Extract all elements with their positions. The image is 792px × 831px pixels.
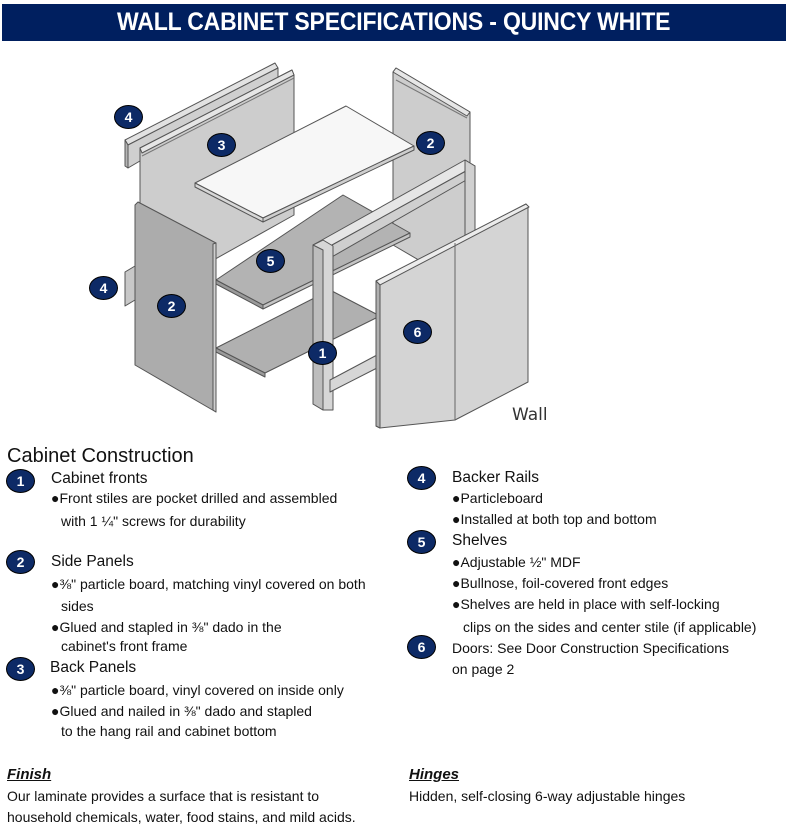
bullet-continuation: with 1 ¼" screws for durability [61, 513, 246, 529]
bullet-item: ●Shelves are held in place with self-loc… [452, 596, 720, 612]
callout-badge-back-panel: 3 [207, 133, 236, 157]
badge-number: 5 [417, 534, 426, 550]
door-spec-page-ref: on page 2 [452, 661, 515, 677]
badge-number: 2 [16, 554, 25, 570]
item-title-side-panels: Side Panels [51, 553, 134, 570]
bullet-item: ●Adjustable ½" MDF [452, 554, 581, 570]
item-title-back-panels: Back Panels [50, 659, 137, 676]
callout-badge-backer-rail-bottom: 4 [89, 276, 118, 300]
item-title-doors: Doors: See Door Construction Specificati… [452, 640, 730, 656]
finish-text: Our laminate provides a surface that is … [7, 786, 356, 828]
callout-number: 2 [167, 298, 176, 314]
badge-number: 4 [417, 470, 426, 486]
face-frame-bottom-rail [329, 354, 378, 393]
item-title-cabinet-fronts: Cabinet fronts [51, 470, 148, 487]
item-title-backer-rails: Backer Rails [452, 469, 539, 486]
bullet-continuation: cabinet's front frame [61, 638, 188, 654]
hinges-text: Hidden, self-closing 6-way adjustable hi… [409, 788, 686, 804]
finish-text-line: household chemicals, water, food stains,… [7, 809, 356, 825]
bullet-text: ⅜" particle board, vinyl covered on insi… [59, 682, 344, 698]
bullet-item: ●Particleboard [452, 490, 543, 506]
callout-number: 5 [266, 253, 275, 269]
bullet-text: Installed at both top and bottom [460, 511, 657, 527]
cabinet-illustration [124, 62, 530, 429]
callout-number: 1 [318, 345, 327, 361]
finish-heading: Finish [7, 766, 52, 783]
page-title: WALL CABINET SPECIFICATIONS - QUINCY WHI… [117, 8, 671, 36]
bullet-text: Bullnose, foil-covered front edges [460, 575, 669, 591]
bullet-item: ●⅜" particle board, vinyl covered on ins… [51, 682, 344, 698]
bullet-text: Adjustable ½" MDF [460, 554, 581, 570]
item-badge-5: 5 [407, 530, 436, 554]
bullet-continuation: sides [61, 598, 94, 614]
bullet-item: ●Installed at both top and bottom [452, 511, 657, 527]
item-badge-4: 4 [407, 466, 436, 490]
callout-badge-shelf: 5 [256, 249, 285, 273]
badge-number: 3 [16, 661, 25, 677]
callout-number: 2 [426, 135, 435, 151]
bullet-text: Front stiles are pocket drilled and asse… [59, 490, 338, 506]
badge-number: 6 [417, 639, 426, 655]
callout-number: 4 [99, 280, 108, 296]
item-badge-2: 2 [6, 550, 35, 574]
cabinet-exploded-diagram: 4 3 2 5 4 2 6 1 [0, 50, 792, 440]
bullet-continuation: clips on the sides and center stile (if … [463, 619, 757, 635]
bullet-text: ⅜" particle board, matching vinyl covere… [59, 576, 366, 592]
callout-badge-doors: 6 [403, 320, 432, 344]
bullet-item: ●Glued and stapled in ⅜" dado in the [51, 619, 282, 635]
callout-badge-backer-rail-top: 4 [114, 105, 143, 129]
callout-number: 3 [217, 137, 226, 153]
hinges-heading: Hinges [409, 766, 460, 783]
bullet-item: ●Bullnose, foil-covered front edges [452, 575, 669, 591]
item-title-shelves: Shelves [452, 532, 508, 549]
bullet-text: Particleboard [460, 490, 543, 506]
bullet-continuation: to the hang rail and cabinet bottom [61, 723, 277, 739]
badge-number: 1 [16, 473, 25, 489]
item-badge-3: 3 [6, 657, 35, 681]
bullet-text: Shelves are held in place with self-lock… [460, 596, 720, 612]
callout-badge-face-frame: 1 [308, 341, 337, 365]
backer-rail-bottom [124, 265, 136, 307]
finish-text-line: Our laminate provides a surface that is … [7, 788, 320, 804]
bullet-item: ●Glued and nailed in ⅜" dado and stapled [51, 703, 312, 719]
callout-number: 4 [124, 109, 133, 125]
item-badge-6: 6 [407, 635, 436, 659]
callout-badge-side-panel-left: 2 [157, 294, 186, 318]
item-badge-1: 1 [6, 469, 35, 493]
bullet-text: Glued and nailed in ⅜" dado and stapled [59, 703, 312, 719]
bullet-item: ●⅜" particle board, matching vinyl cover… [51, 576, 366, 592]
title-bar: WALL CABINET SPECIFICATIONS - QUINCY WHI… [2, 4, 786, 41]
callout-badge-side-panel-right: 2 [416, 131, 445, 155]
callout-number: 6 [413, 324, 422, 340]
cabinet-construction-heading: Cabinet Construction [7, 445, 194, 467]
wall-label: Wall [512, 405, 548, 425]
bullet-text: Glued and stapled in ⅜" dado in the [59, 619, 282, 635]
bullet-item: ●Front stiles are pocket drilled and ass… [51, 490, 338, 506]
